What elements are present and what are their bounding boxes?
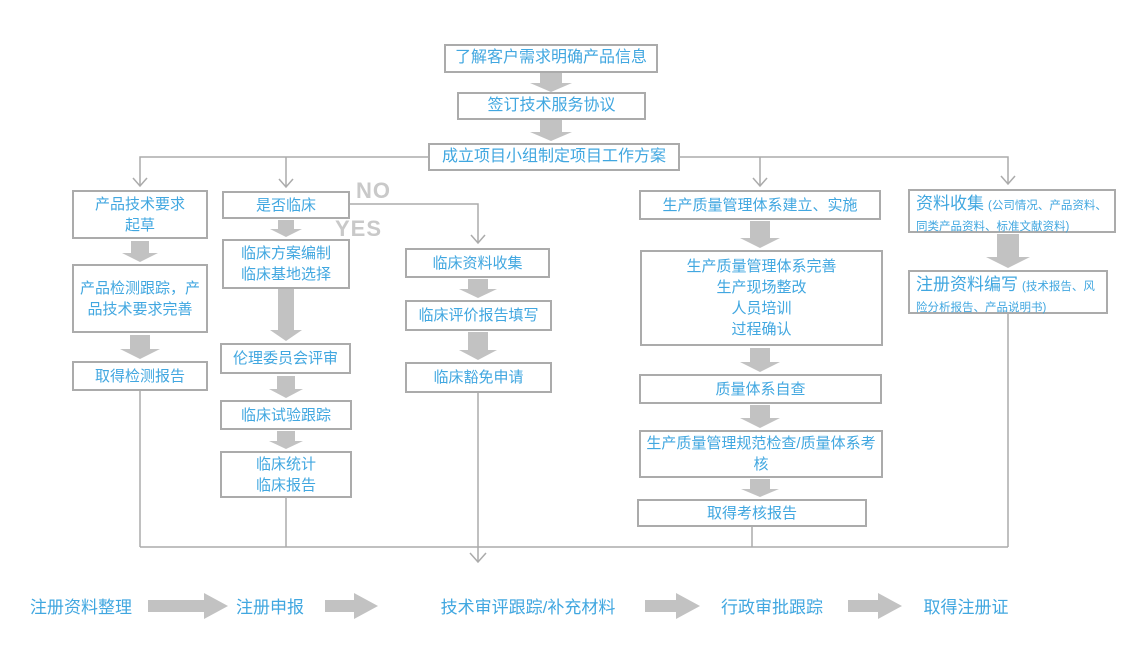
arrowhead-final-drop [469,552,487,564]
branch-line-left [139,156,428,185]
branch-lines [132,156,1016,245]
right-arrow-bottom1 [148,593,228,619]
node-data-collection-detail: (公司情况、产品资料、同类产品资料、标准文献资料) [916,200,1107,233]
down-arrow-top2 [530,119,572,141]
step-dossier-organize: 注册资料整理 [30,598,132,617]
decision-label-yes: YES [335,216,383,241]
down-arrow-col4-c [740,405,780,428]
down-arrow-col4-a [740,221,780,248]
collector-lines [139,313,1009,564]
node-clinical-plan: 临床方案编制 临床基地选择 [222,239,350,289]
node-customer-needs: 了解客户需求明确产品信息 [444,44,658,73]
down-arrow-col2-c [269,376,303,398]
node-qms-improve: 生产质量管理体系完善 生产现场整改 人员培训 过程确认 [640,250,883,346]
node-dossier-writing-detail: (技术报告、风险分析报告、产品说明书) [916,281,1095,314]
node-data-collection: 资料收集(公司情况、产品资料、同类产品资料、标准文献资料) [908,189,1116,233]
down-arrow-col3-a [459,279,497,298]
block-right-arrows [148,593,902,619]
down-arrow-col1-b [120,335,160,359]
node-clinical-data-collection: 临床资料收集 [405,248,550,278]
down-arrow-col1-a [122,241,158,262]
node-dossier-writing-title: 注册资料编写 [916,275,1018,294]
node-test-report: 取得检测报告 [72,361,208,391]
block-down-arrows [120,73,1030,497]
step-admin-approval: 行政审批跟踪 [721,598,823,617]
no-branch-line [350,203,479,242]
node-ethics-review: 伦理委员会评审 [220,343,351,374]
node-qms-establish: 生产质量管理体系建立、实施 [639,190,881,220]
down-arrow-col5-a [986,234,1030,268]
arrowhead-col2 [278,178,294,189]
node-service-agreement: 签订技术服务协议 [457,92,646,120]
right-arrow-bottom2 [325,593,378,619]
step-technical-review: 技术审评跟踪/补充材料 [440,598,616,617]
node-clinical-exemption: 临床豁免申请 [405,362,552,393]
node-qms-self-check: 质量体系自查 [639,374,882,404]
node-dossier-writing: 注册资料编写(技术报告、风险分析报告、产品说明书) [908,270,1108,314]
right-arrow-bottom3 [645,593,700,619]
step-registration-submit: 注册申报 [236,598,304,617]
node-project-team: 成立项目小组制定项目工作方案 [428,143,680,171]
arrowhead-col1 [132,177,148,188]
down-arrow-col3-b [459,332,497,360]
down-arrow-col2-b [270,289,302,341]
node-gmp-inspection: 生产质量管理规范检查/质量体系考核 [639,430,883,478]
branch-line-right [680,156,1009,183]
decision-label-no: NO [356,178,391,203]
step-certificate: 取得注册证 [923,598,1009,617]
node-tech-requirements-draft: 产品技术要求 起草 [72,190,208,239]
down-arrow-col4-b [740,348,780,372]
node-assessment-report: 取得考核报告 [637,499,867,527]
down-arrow-col4-d [741,479,779,497]
node-clinical-decision: 是否临床 [222,191,350,219]
node-product-testing-tracking: 产品检测跟踪，产品技术要求完善 [72,264,208,333]
arrowhead-no-branch [470,234,486,245]
arrowhead-col4 [752,177,768,188]
node-clinical-stats-report: 临床统计 临床报告 [220,451,352,498]
node-data-collection-title: 资料收集 [916,194,984,213]
node-clinical-evaluation-report: 临床评价报告填写 [405,300,552,331]
arrowhead-col5 [1000,175,1016,186]
down-arrow-col2-d [269,431,303,449]
right-arrow-bottom4 [848,593,902,619]
down-arrow-top1 [530,73,572,92]
down-arrow-col2-a [270,220,302,237]
node-clinical-trial-tracking: 临床试验跟踪 [220,400,352,430]
